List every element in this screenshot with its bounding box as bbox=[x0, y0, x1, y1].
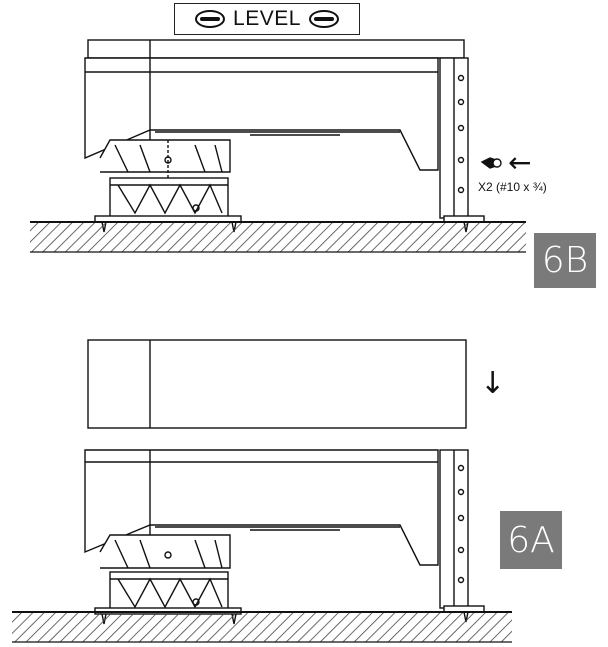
level-label: LEVEL bbox=[174, 3, 360, 35]
ground-6b bbox=[30, 221, 526, 253]
ground-6a bbox=[12, 611, 512, 643]
arrow-down-icon: ↓ bbox=[480, 366, 506, 401]
step-6b-drawing bbox=[84, 39, 502, 233]
screw-note: X2 (#10 x ¾) bbox=[478, 180, 547, 194]
level-text: LEVEL bbox=[233, 7, 301, 30]
arrow-left-icon: ← bbox=[508, 146, 532, 179]
step-badge-6b: 6B bbox=[534, 233, 596, 288]
step-6a-drawing bbox=[84, 449, 485, 625]
step-badge-6a: 6A bbox=[500, 511, 562, 569]
lifted-panel bbox=[87, 339, 467, 429]
level-bubble-icon bbox=[308, 10, 339, 28]
level-bubble-icon bbox=[195, 10, 226, 28]
